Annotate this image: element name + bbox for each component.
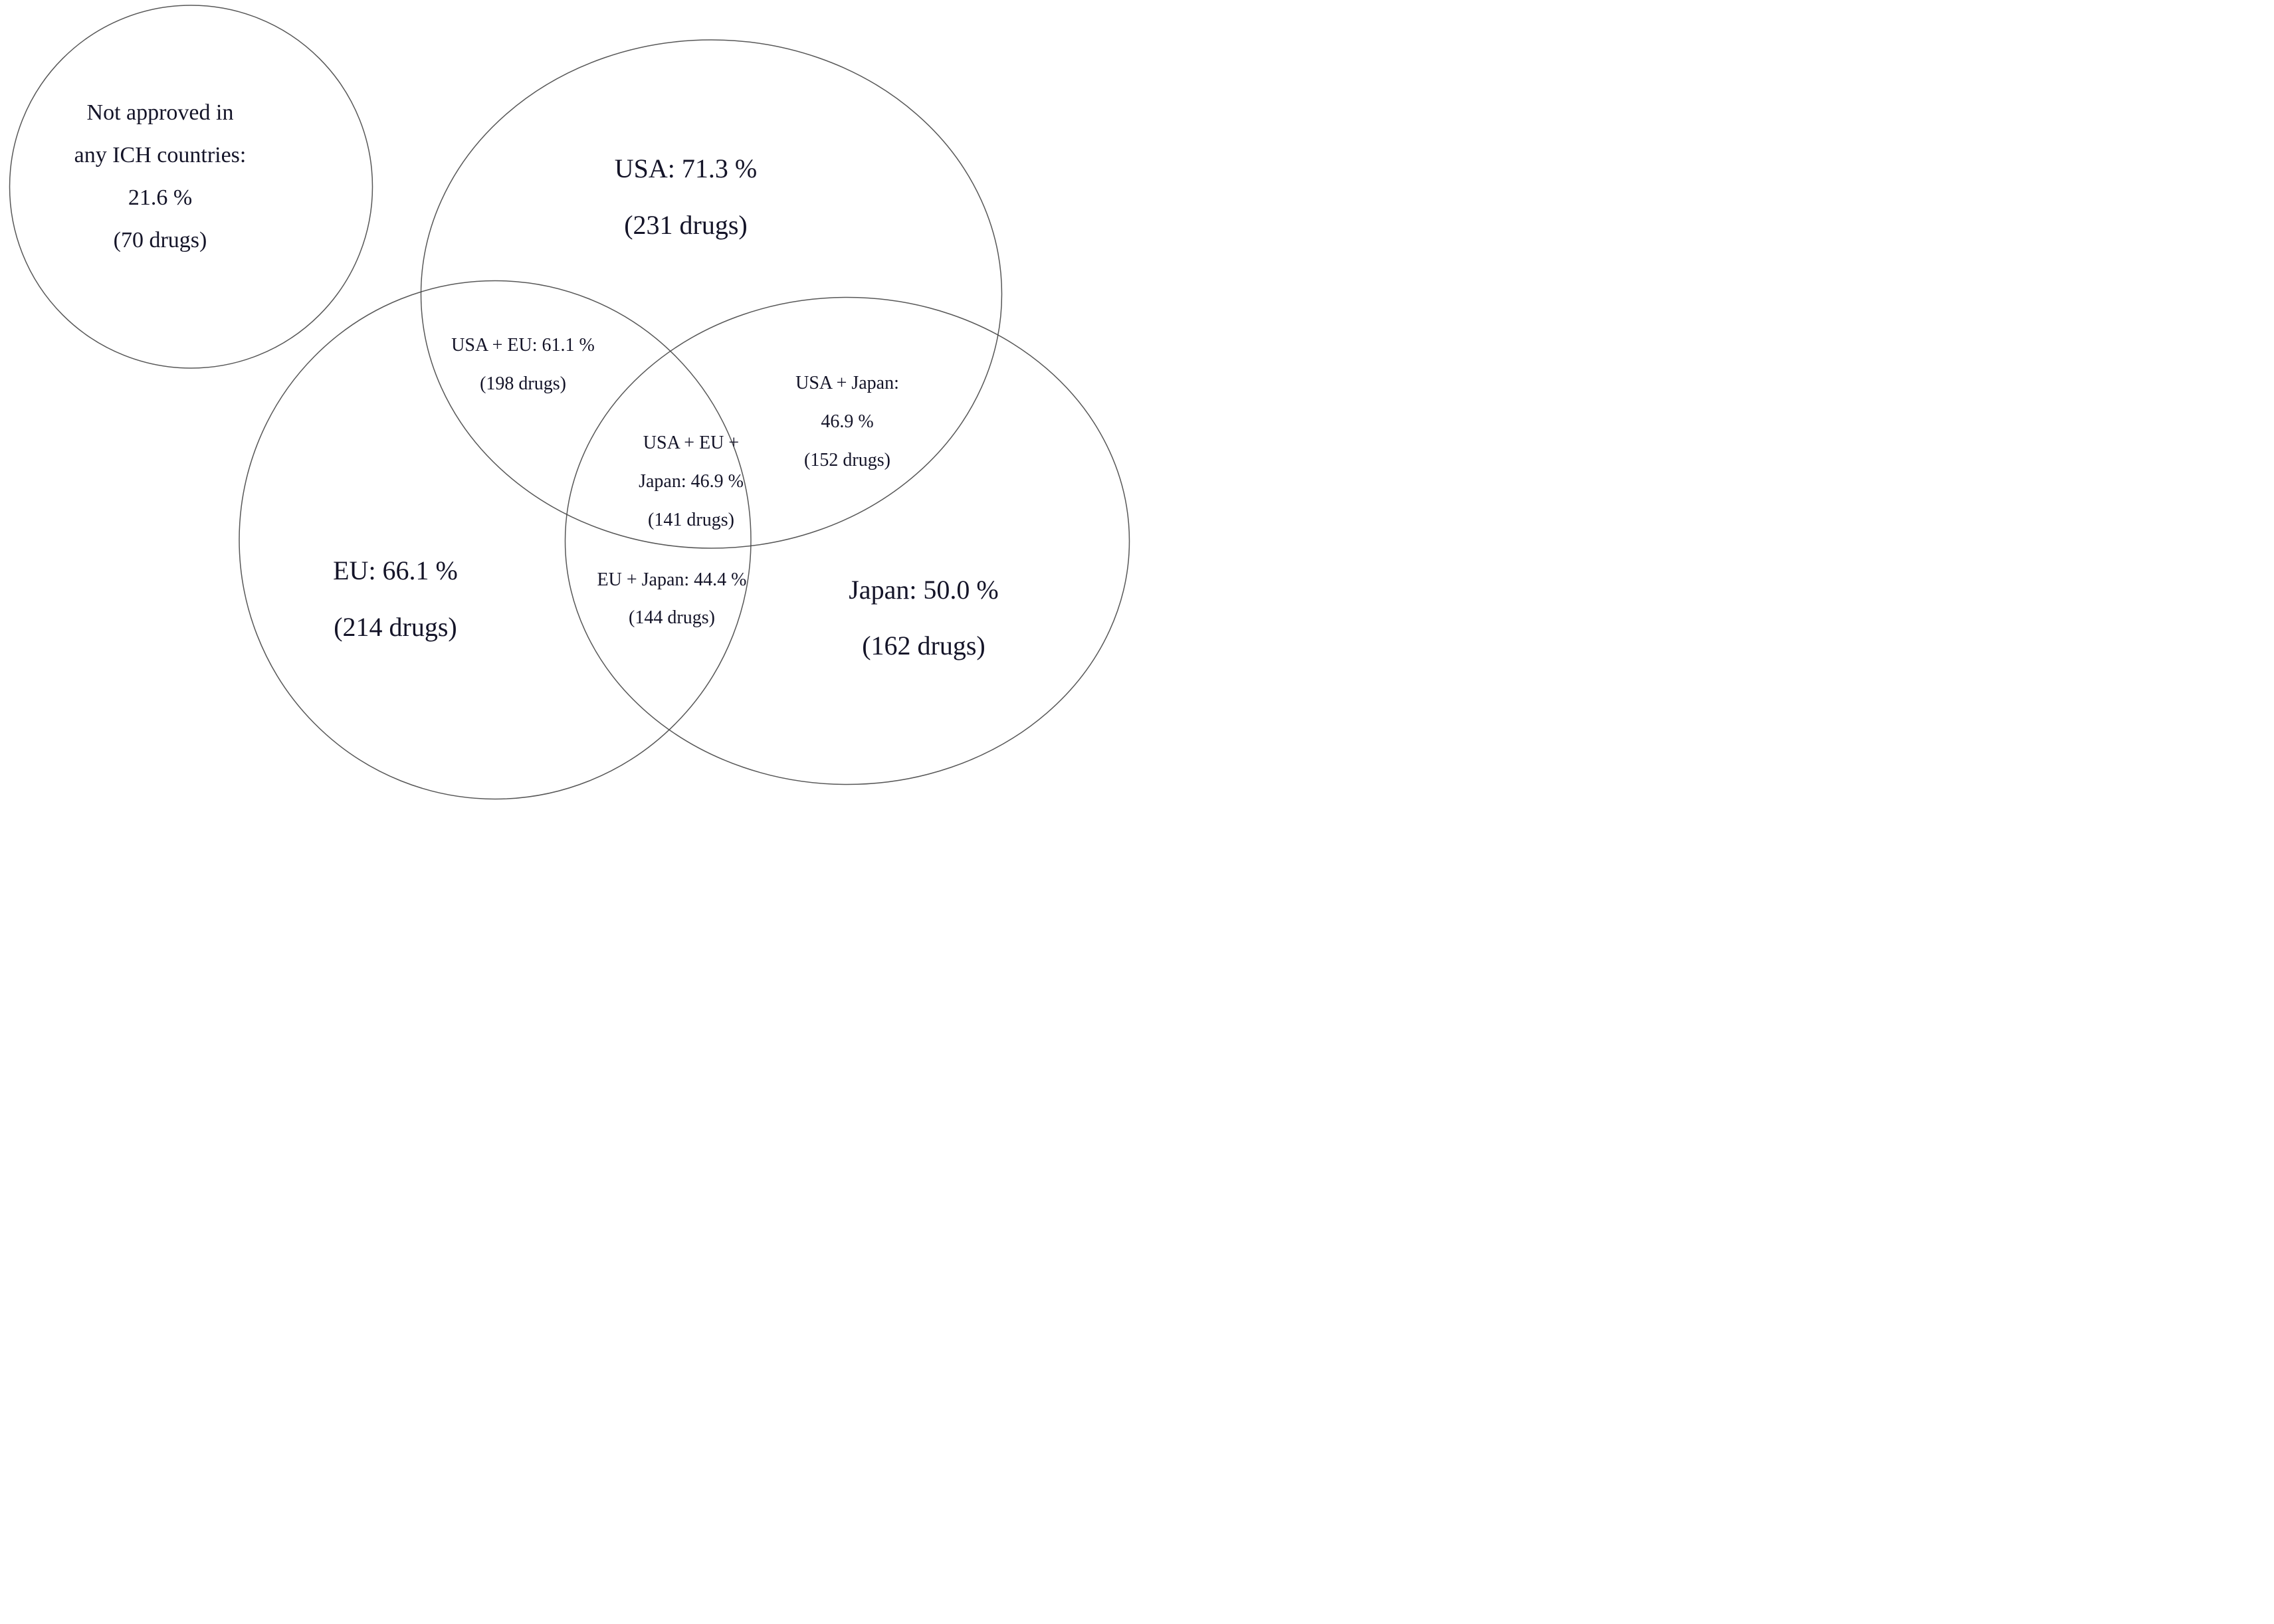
label-line: 46.9 % (821, 411, 874, 432)
label-line: (152 drugs) (804, 450, 890, 470)
label-line: USA: 71.3 % (614, 153, 758, 183)
label-line: (141 drugs) (648, 510, 734, 530)
circle-japan (564, 296, 1130, 785)
label-eu-japan: EU + Japan: 44.4 % (144 drugs) (597, 561, 747, 637)
label-line: Not approved in (86, 100, 234, 125)
label-usa-japan: USA + Japan: 46.9 % (152 drugs) (795, 364, 899, 480)
label-line: (214 drugs) (334, 612, 457, 642)
label-usa-eu-japan: USA + EU + Japan: 46.9 % (141 drugs) (639, 424, 744, 540)
label-line: (144 drugs) (629, 607, 715, 628)
label-eu: EU: 66.1 % (214 drugs) (333, 542, 458, 655)
label-line: Japan: 46.9 % (639, 471, 744, 492)
circle-usa (420, 39, 1003, 549)
label-line: any ICH countries: (74, 143, 247, 167)
circle-eu (239, 280, 752, 800)
label-line: 21.6 % (128, 185, 193, 210)
label-line: USA + Japan: (795, 373, 899, 393)
circle-not-approved (9, 5, 373, 369)
label-line: (231 drugs) (624, 210, 748, 240)
label-usa-eu: USA + EU: 61.1 % (198 drugs) (451, 326, 595, 403)
label-line: (198 drugs) (480, 373, 566, 394)
venn-canvas (9, 5, 1130, 800)
label-line: (70 drugs) (113, 228, 207, 253)
venn-figure: Not approved in any ICH countries: 21.6 … (0, 0, 1137, 812)
label-line: Japan: 50.0 % (849, 575, 999, 605)
label-line: USA + EU + (643, 433, 740, 453)
label-japan: Japan: 50.0 % (162 drugs) (849, 562, 999, 674)
label-usa: USA: 71.3 % (231 drugs) (615, 140, 757, 253)
label-line: EU: 66.1 % (333, 556, 458, 585)
label-line: USA + EU: 61.1 % (451, 335, 595, 355)
label-not-approved: Not approved in any ICH countries: 21.6 … (74, 92, 247, 262)
label-line: EU + Japan: 44.4 % (597, 569, 747, 590)
label-line: (162 drugs) (862, 631, 985, 660)
